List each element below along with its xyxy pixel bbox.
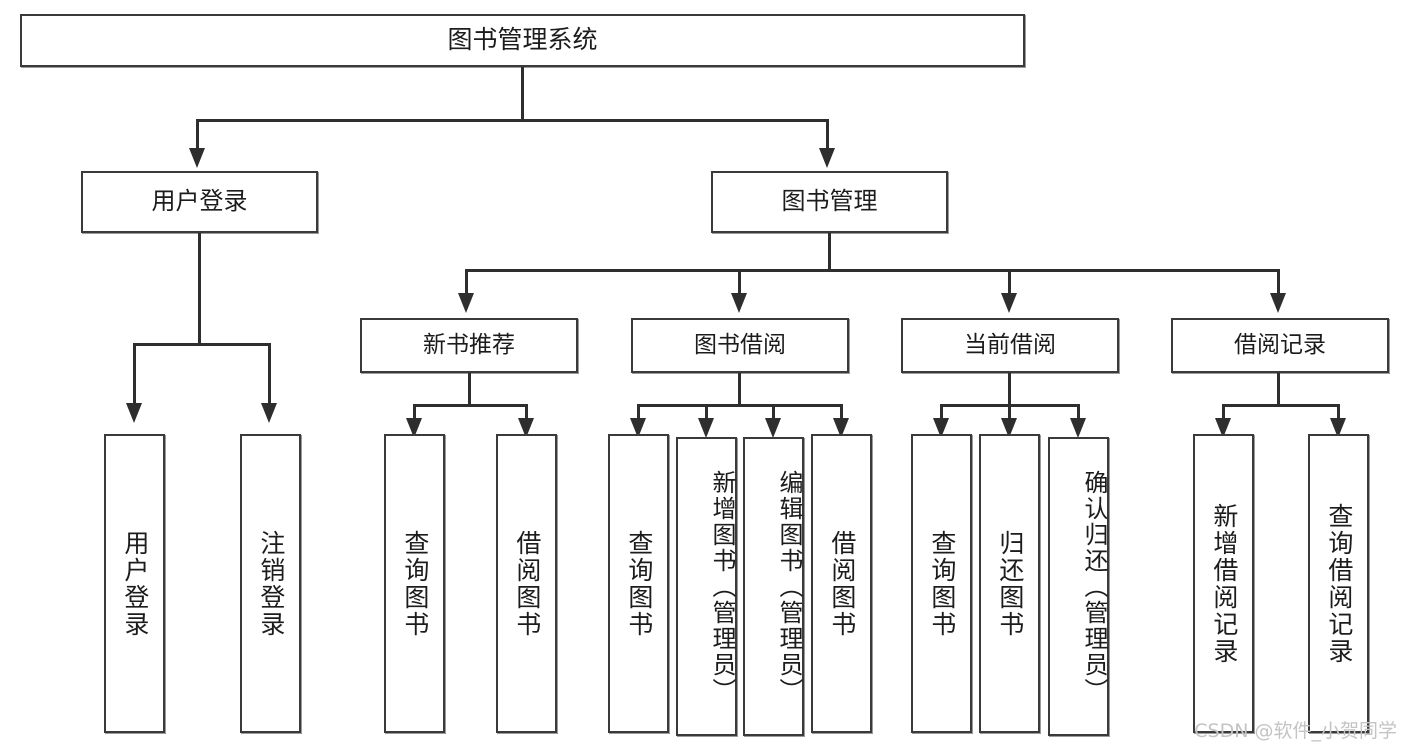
connector-book-borrow-to-leaf-2 <box>705 404 708 424</box>
connector-book-manage-stem <box>828 233 831 271</box>
leaf-borrow-book[interactable]: 借阅图书 <box>811 434 872 733</box>
arrow-icon-book-borrow-leaf-4 <box>833 418 849 438</box>
node-label: 确认归还（管理员） <box>1080 469 1108 704</box>
leaf-borrow-query-book[interactable]: 查询图书 <box>608 434 669 733</box>
arrow-icon-book-borrow-leaf-2 <box>698 418 714 438</box>
connector-book-borrow-to-leaf-4 <box>840 404 843 424</box>
connector-book-manage-to-book-borrow <box>738 269 741 297</box>
node-label: 新增图书（管理员） <box>708 469 736 704</box>
node-user-login[interactable]: 用户登录 <box>81 171 318 233</box>
connector-current-borrow-to-leaf-1 <box>940 404 943 424</box>
node-label: 图书管理系统 <box>447 25 598 55</box>
node-label: 注销登录 <box>256 529 286 638</box>
connector-current-borrow-to-leaf-2 <box>1008 404 1011 424</box>
node-label: 新书推荐 <box>423 332 515 359</box>
node-label: 用户登录 <box>151 187 248 216</box>
leaf-confirm-return-admin[interactable]: 确认归还（管理员） <box>1048 437 1109 736</box>
node-label: 借阅记录 <box>1234 332 1326 359</box>
node-label: 图书借阅 <box>694 332 786 359</box>
leaf-return-book[interactable]: 归还图书 <box>979 434 1040 733</box>
node-label: 图书管理 <box>781 187 878 216</box>
arrow-icon-book-manage-new-book <box>458 293 474 313</box>
connector-new-book-to-leaf-1 <box>413 404 416 424</box>
connector-user-login-to-leaf-1 <box>133 343 136 407</box>
connector-user-login-bus <box>133 343 271 346</box>
arrow-icon-current-borrow-leaf-2 <box>1001 418 1017 438</box>
arrow-icon-current-borrow-leaf-1 <box>933 418 949 438</box>
node-label: 查询图书 <box>624 529 654 638</box>
connector-borrow-record-to-leaf-1 <box>1222 404 1225 424</box>
arrow-icon-book-manage-current-borrow <box>1001 293 1017 313</box>
connector-current-borrow-to-leaf-3 <box>1077 404 1080 424</box>
node-root-system[interactable]: 图书管理系统 <box>20 14 1025 67</box>
arrow-icon-book-manage-borrow-record <box>1270 293 1286 313</box>
leaf-current-query-book[interactable]: 查询图书 <box>911 434 972 733</box>
node-label: 用户登录 <box>120 529 150 638</box>
connector-book-borrow-bus <box>637 404 843 407</box>
connector-borrow-record-to-leaf-2 <box>1337 404 1340 424</box>
arrow-icon-user-login-leaf-1 <box>126 403 142 423</box>
connector-book-borrow-to-leaf-1 <box>637 404 640 424</box>
connector-root-to-user-login <box>196 119 199 152</box>
node-book-manage[interactable]: 图书管理 <box>711 171 948 233</box>
connector-book-borrow-to-leaf-3 <box>772 404 775 424</box>
connector-root-to-book-manage <box>826 119 829 152</box>
connector-root-stem <box>521 67 524 119</box>
connector-borrow-record-bus <box>1222 404 1339 407</box>
connector-book-manage-to-new-book <box>465 269 468 297</box>
node-label: 新增借阅记录 <box>1209 502 1239 665</box>
connector-book-borrow-stem <box>738 373 741 407</box>
node-label: 查询图书 <box>927 529 957 638</box>
arrow-icon-root-to-book-manage <box>819 148 835 168</box>
arrow-icon-current-borrow-leaf-3 <box>1070 418 1086 438</box>
leaf-add-borrow-record[interactable]: 新增借阅记录 <box>1193 434 1254 733</box>
connector-user-login-to-leaf-2 <box>268 343 271 407</box>
node-label: 查询图书 <box>400 529 430 638</box>
node-current-borrow[interactable]: 当前借阅 <box>901 318 1119 373</box>
connector-book-manage-to-borrow-record <box>1277 269 1280 297</box>
arrow-icon-book-manage-book-borrow <box>731 293 747 313</box>
node-borrow-record[interactable]: 借阅记录 <box>1171 318 1389 373</box>
connector-new-book-bus <box>413 404 528 407</box>
connector-book-manage-to-current-borrow <box>1008 269 1011 297</box>
connector-user-login-stem <box>198 233 201 346</box>
arrow-icon-root-to-user-login <box>189 148 205 168</box>
leaf-query-borrow-record[interactable]: 查询借阅记录 <box>1308 434 1369 733</box>
watermark: CSDN @软件_小贺同学 <box>1194 720 1397 742</box>
arrow-icon-user-login-leaf-2 <box>261 403 277 423</box>
node-label: 归还图书 <box>995 529 1025 638</box>
arrow-icon-new-book-leaf-2 <box>518 418 534 438</box>
leaf-new-book-borrow[interactable]: 借阅图书 <box>496 434 557 733</box>
node-label: 借阅图书 <box>512 529 542 638</box>
leaf-logout[interactable]: 注销登录 <box>240 434 301 733</box>
arrow-icon-borrow-record-leaf-1 <box>1215 418 1231 438</box>
arrow-icon-book-borrow-leaf-1 <box>630 418 646 438</box>
connector-borrow-record-stem <box>1277 373 1280 407</box>
arrow-icon-book-borrow-leaf-3 <box>765 418 781 438</box>
connector-root-bus <box>196 119 829 122</box>
connector-new-book-to-leaf-2 <box>525 404 528 424</box>
connector-book-manage-bus <box>465 269 1280 272</box>
arrow-icon-new-book-leaf-1 <box>406 418 422 438</box>
leaf-user-login[interactable]: 用户登录 <box>104 434 165 733</box>
node-label: 当前借阅 <box>964 332 1056 359</box>
connector-new-book-stem <box>468 373 471 407</box>
node-label: 编辑图书（管理员） <box>775 469 803 704</box>
connector-current-borrow-stem <box>1008 373 1011 407</box>
leaf-new-book-query[interactable]: 查询图书 <box>384 434 445 733</box>
leaf-edit-book-admin[interactable]: 编辑图书（管理员） <box>743 437 804 736</box>
arrow-icon-borrow-record-leaf-2 <box>1330 418 1346 438</box>
node-book-borrow[interactable]: 图书借阅 <box>631 318 849 373</box>
node-label: 借阅图书 <box>827 529 857 638</box>
node-label: 查询借阅记录 <box>1324 502 1354 665</box>
node-new-book-recommend[interactable]: 新书推荐 <box>360 318 578 373</box>
leaf-add-book-admin[interactable]: 新增图书（管理员） <box>676 437 737 736</box>
